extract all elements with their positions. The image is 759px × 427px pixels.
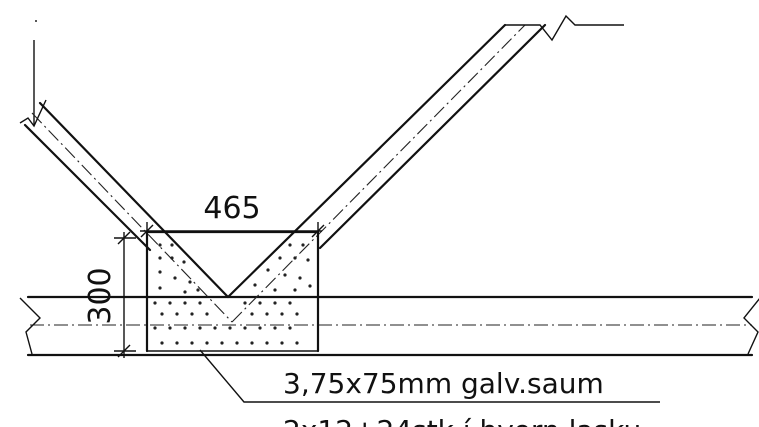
nail-dot [173,276,177,280]
nail-dot [160,312,164,316]
right-diagonal-member [226,14,624,323]
nail-dot [158,256,162,260]
nail-dot [250,312,254,316]
nail-dot [213,326,217,330]
nail-dot [278,256,282,260]
nail-dot [308,284,312,288]
note-line-2: 2x12+24stk í hvorn lasku [283,414,641,427]
nail-dot [153,326,157,330]
nail-dot [158,270,162,274]
dimension-height-label: 300 [83,267,118,324]
nail-dot [266,268,270,272]
nail-dot [198,326,202,330]
nail-dot [288,243,292,247]
nail-dot [253,283,257,287]
nail-dot [190,341,194,345]
nail-dot [273,288,277,292]
nail-dot [288,301,292,305]
nail-dot [183,290,187,294]
nail-dot [265,341,269,345]
nail-dot [243,326,247,330]
nail-dot [158,243,162,247]
nail-dot [298,276,302,280]
nail-dot [295,312,299,316]
nail-dot [160,341,164,345]
nail-dot [250,341,254,345]
nail-dot [170,256,174,260]
gusset-plate [145,230,320,353]
nail-dot [205,341,209,345]
dimension-width-label: 465 [203,191,260,226]
nail-dot [273,301,277,305]
note-leader-line [199,349,660,403]
nail-dot [293,288,297,292]
nail-dot [306,258,310,262]
dimension-width [140,222,325,240]
nail-dot [175,312,179,316]
nail-dot [280,341,284,345]
nail-dot [198,301,202,305]
nail-dot [168,326,172,330]
nail-pattern [153,243,312,345]
nail-dot [288,326,292,330]
nail-dot [228,326,232,330]
nail-dot [205,312,209,316]
nail-dot [170,243,174,247]
nail-dot [168,301,172,305]
note-line-1: 3,75x75mm galv.saum [283,367,604,400]
nail-dot [258,326,262,330]
nail-dot [258,301,262,305]
nail-dot [280,312,284,316]
nail-dot [220,341,224,345]
nail-dot [158,286,162,290]
dimension-height [114,231,136,358]
nail-dot [175,341,179,345]
nail-dot [295,341,299,345]
nail-dot [153,301,157,305]
nail-dot [235,341,239,345]
nail-dot [190,312,194,316]
left-diagonal-member [19,99,233,323]
nail-dot [196,288,200,292]
nail-dot [273,326,277,330]
nail-dot [283,273,287,277]
nail-dot [183,326,187,330]
nail-dot [301,243,305,247]
nail-dot [243,301,247,305]
nail-dot [183,301,187,305]
nail-dot [293,256,297,260]
nail-dot [188,280,192,284]
bottom-chord [19,295,759,357]
nail-dot [265,312,269,316]
nail-dot [182,260,186,264]
